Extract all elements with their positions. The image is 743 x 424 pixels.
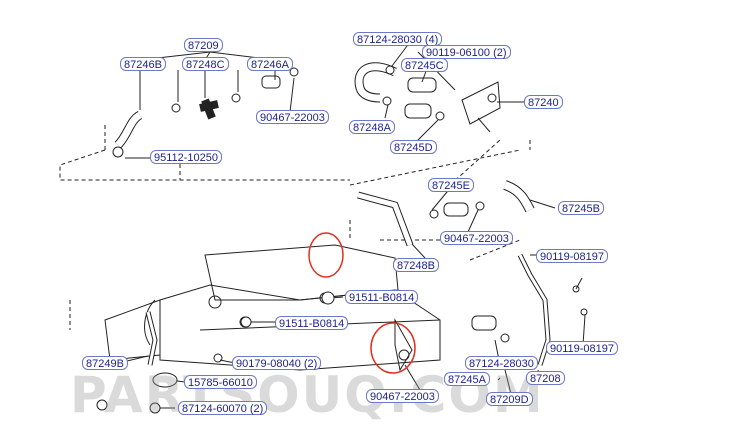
part-label-87246b[interactable]: 87246B xyxy=(120,57,166,71)
highlight-circle-upper xyxy=(308,232,344,278)
part-label-90119-08197-a[interactable]: 90119-08197 xyxy=(536,249,609,263)
part-label-87124-60070[interactable]: 87124-60070 (2) xyxy=(178,401,268,415)
dashed-outline-right xyxy=(349,139,531,186)
part-label-87209[interactable]: 87209 xyxy=(184,38,223,52)
part-label-87245b[interactable]: 87245B xyxy=(558,201,604,215)
part-label-87245e[interactable]: 87245E xyxy=(428,178,474,192)
part-label-87246a[interactable]: 87246A xyxy=(247,57,293,71)
highlight-circle-lower xyxy=(370,322,416,374)
part-label-91511-b[interactable]: 91511-B0814 xyxy=(275,316,349,330)
part-label-87240[interactable]: 87240 xyxy=(524,95,563,109)
part-label-90467-bot[interactable]: 90467-22003 xyxy=(366,389,439,403)
part-label-91511-a[interactable]: 91511-B0814 xyxy=(345,290,419,304)
part-label-90467-mid[interactable]: 90467-22003 xyxy=(440,231,513,245)
part-label-87245d[interactable]: 87245D xyxy=(390,140,437,154)
part-label-87208[interactable]: 87208 xyxy=(526,371,565,385)
part-label-90179[interactable]: 90179-08040 (2) xyxy=(232,356,322,370)
part-label-87124-top[interactable]: 87124-28030 (4) xyxy=(353,32,443,46)
part-label-87248c[interactable]: 87248C xyxy=(182,57,229,71)
part-label-87124-bot[interactable]: 87124-28030 xyxy=(465,356,538,370)
part-label-90467-top[interactable]: 90467-22003 xyxy=(256,110,329,124)
part-label-90119-08197-b[interactable]: 90119-08197 xyxy=(546,341,619,355)
part-label-90119-06100[interactable]: 90119-06100 (2) xyxy=(422,45,511,59)
part-label-95112[interactable]: 95112-10250 xyxy=(150,150,223,164)
dashed-outline-lower xyxy=(69,220,521,330)
part-label-87209d[interactable]: 87209D xyxy=(486,392,533,406)
leader-lines xyxy=(122,41,586,409)
part-label-87245a[interactable]: 87245A xyxy=(444,372,490,386)
part-label-87249b[interactable]: 87249B xyxy=(82,356,128,370)
part-label-87248a[interactable]: 87248A xyxy=(349,120,395,134)
part-label-87248b[interactable]: 87248B xyxy=(393,258,439,272)
dashed-outline xyxy=(59,125,350,181)
part-label-15785[interactable]: 15785-66010 xyxy=(184,375,257,389)
part-label-87245c[interactable]: 87245C xyxy=(401,58,448,72)
